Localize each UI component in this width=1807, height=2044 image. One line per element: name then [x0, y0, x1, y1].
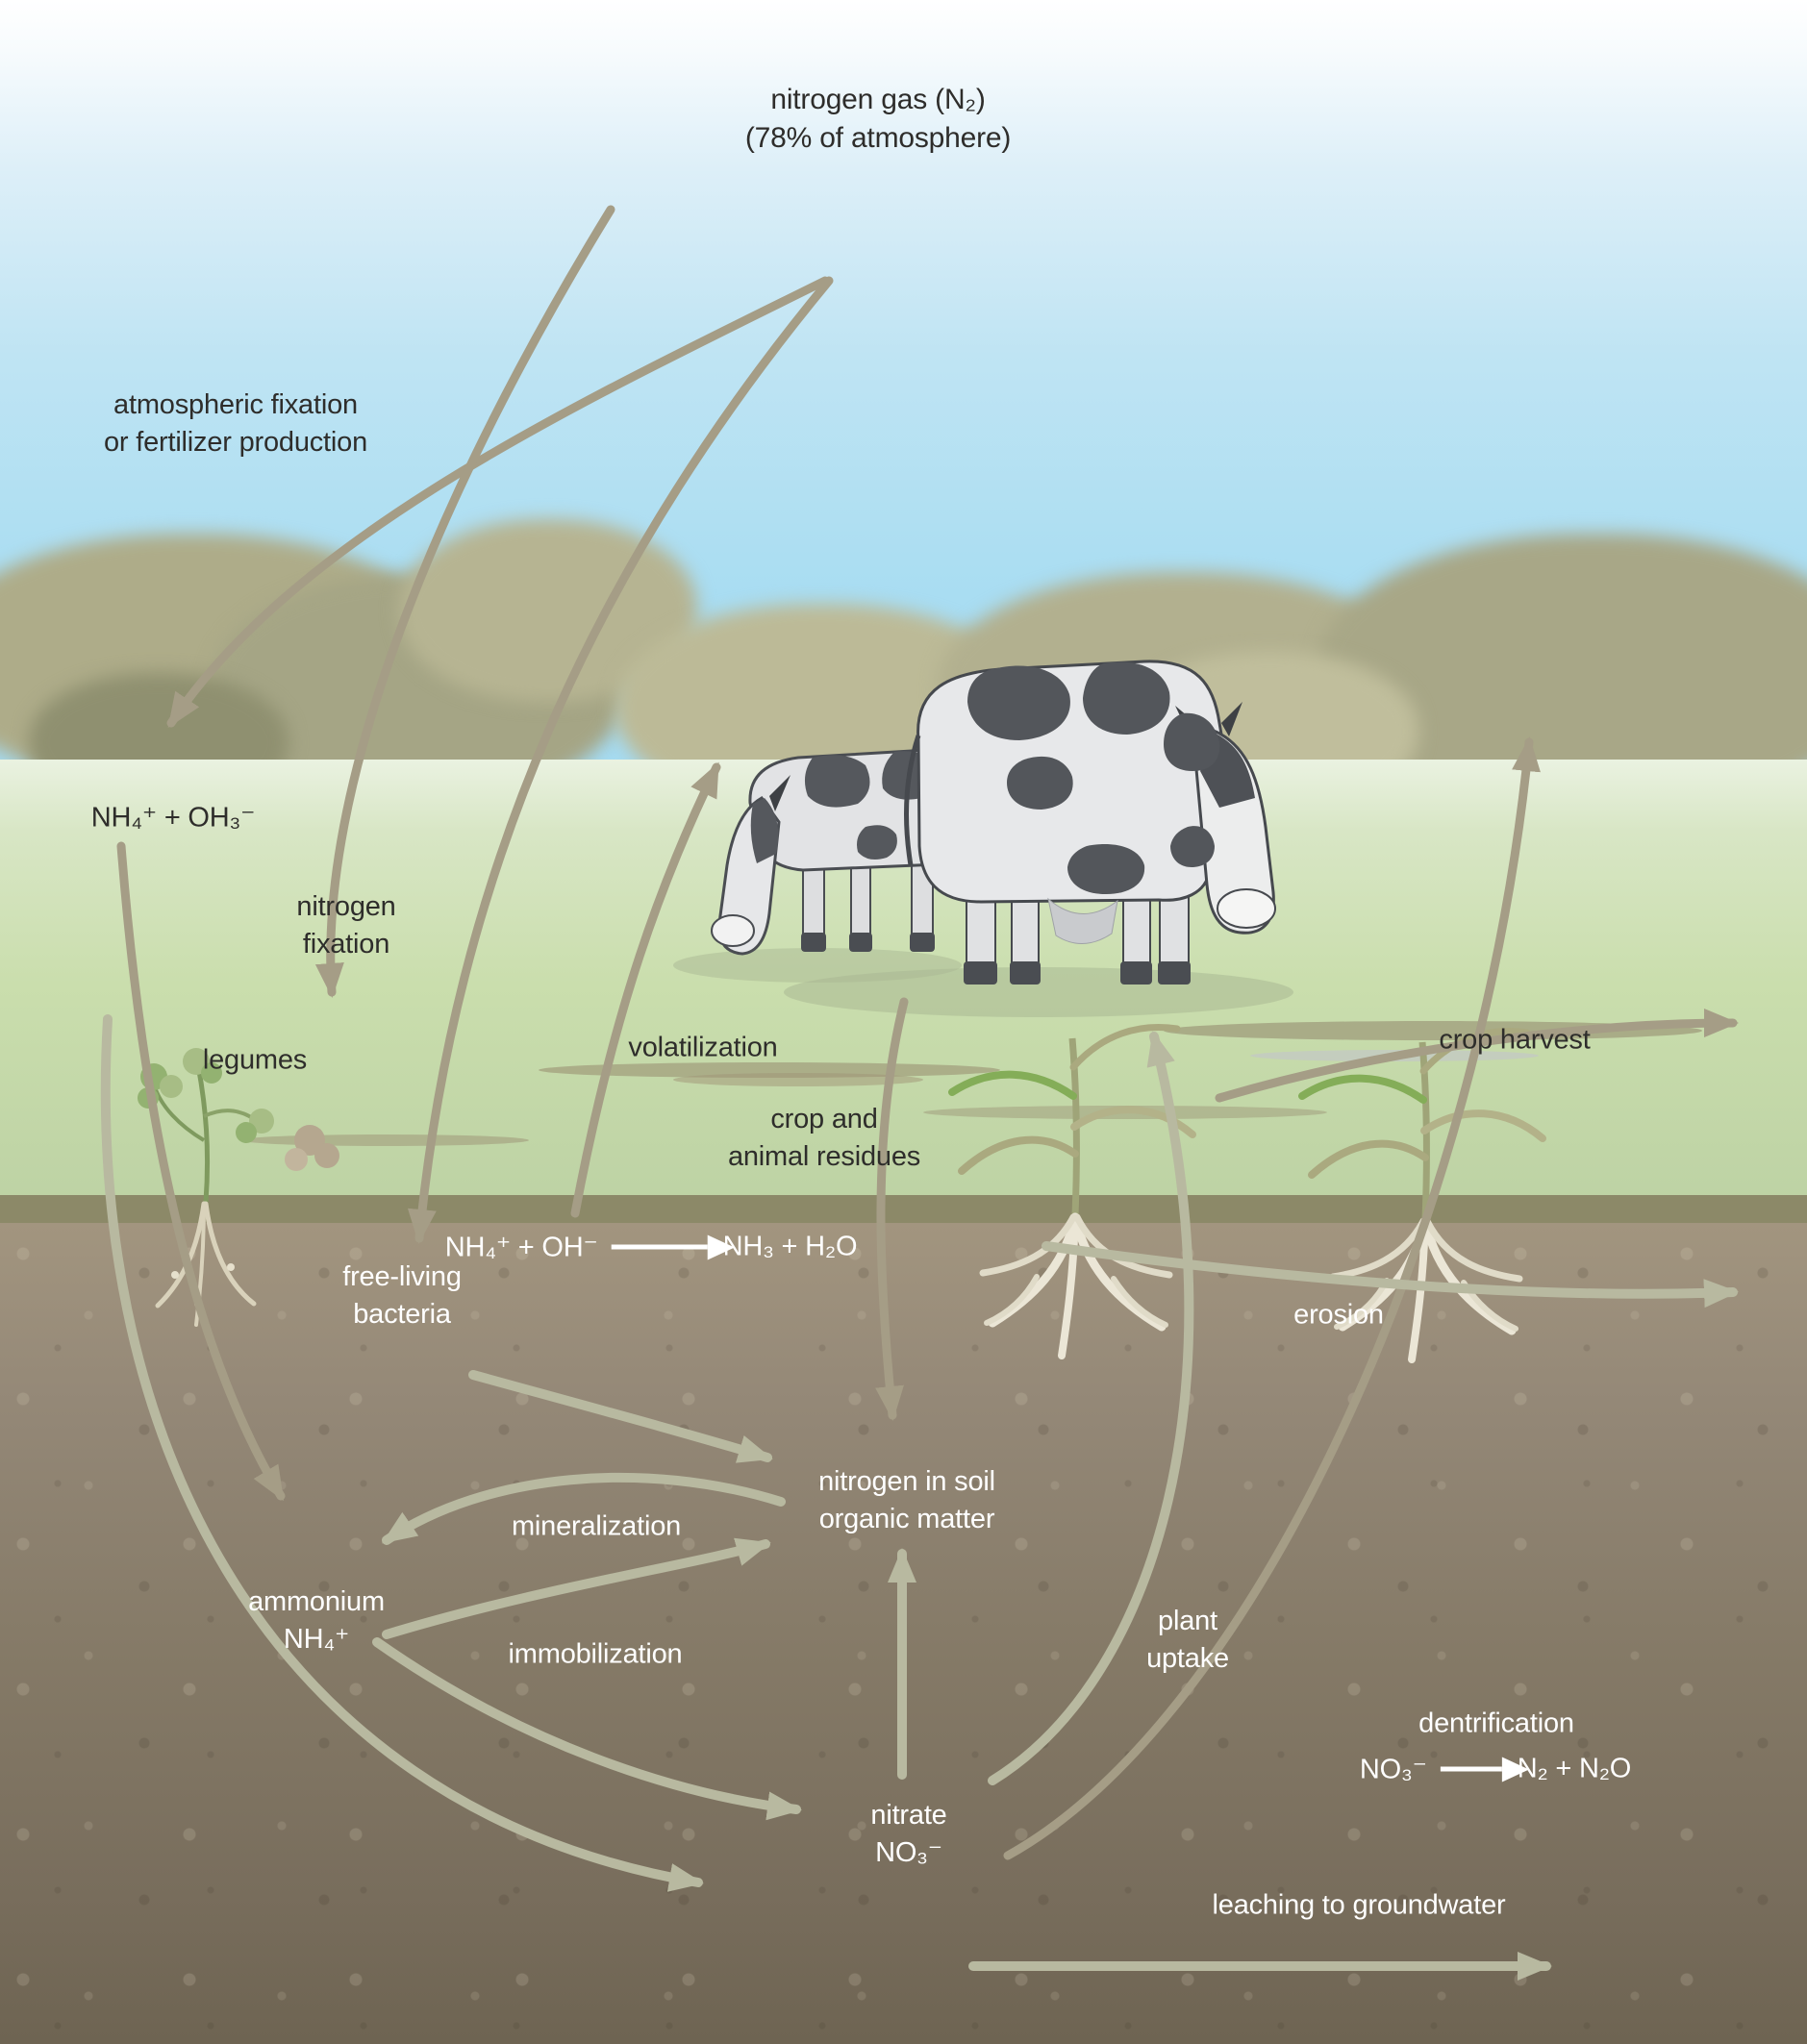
- crop-plant-illustration: [952, 1028, 1192, 1356]
- volatilization-reaction: NH₄⁺ + OH⁻ NH₃ + H₂O: [445, 1231, 858, 1264]
- reaction-rhs: N₂ + N₂O: [1517, 1753, 1632, 1784]
- label-leaching: leaching to groundwater: [1212, 1889, 1506, 1921]
- arrow-mineralization: [382, 1472, 786, 1545]
- label-legumes: legumes: [202, 1044, 308, 1076]
- reaction-lhs: NH₄⁺ + OH⁻: [444, 1232, 598, 1263]
- arrow-crop-harvest: [1215, 1009, 1739, 1103]
- reaction-arrow-icon: [611, 1244, 708, 1250]
- label-crop-residues: crop and animal residues: [727, 1104, 921, 1172]
- label-atmospheric-fixation: atmospheric fixation or fertilizer produ…: [103, 389, 368, 458]
- dirt-streak: [673, 1073, 923, 1086]
- arrow-atmospheric-fixation: [166, 276, 830, 728]
- label-nitrogen-fixation: nitrogen fixation: [296, 891, 396, 960]
- label-free-living-bacteria: free-living bacteria: [342, 1261, 462, 1330]
- label-dentrification: dentrification: [1418, 1707, 1574, 1739]
- denitrification-reaction: NO₃⁻ N₂ + N₂O: [1360, 1753, 1631, 1786]
- arrow-erosion: [1042, 1241, 1739, 1309]
- label-ammonium: ammonium NH₄⁺: [248, 1586, 385, 1655]
- arrow-animal-residues: [875, 997, 909, 1421]
- reaction-rhs: NH₃ + H₂O: [722, 1231, 858, 1262]
- arrow-volatilization: [570, 761, 721, 1218]
- label-immobilization: immobilization: [508, 1638, 683, 1670]
- arrow-to-free-living-bacteria: [407, 276, 834, 1244]
- reaction-lhs: NO₃⁻: [1359, 1754, 1427, 1785]
- arrow-to-ammonium: [116, 841, 286, 1502]
- cow-large-illustration: [904, 660, 1276, 985]
- arrow-nitrification: [372, 1637, 802, 1821]
- arrow-denitrification: [1003, 736, 1541, 1860]
- cow-shadow: [673, 948, 962, 983]
- label-crop-harvest: crop harvest: [1439, 1024, 1591, 1056]
- diagram-title: nitrogen gas (N₂) (78% of atmosphere): [744, 83, 1012, 154]
- reaction-arrow-icon: [1440, 1766, 1502, 1772]
- arrow-nitrogen-fixation: [314, 205, 615, 998]
- label-nitrate: nitrate NO₃⁻: [870, 1800, 947, 1868]
- arrow-plant-uptake: [988, 1031, 1194, 1785]
- arrow-to-nitrate-left: [100, 1014, 704, 1892]
- label-volatilization: volatilization: [628, 1032, 778, 1063]
- arrow-bacteria-to-organic: [468, 1370, 773, 1463]
- arrow-immobilization: [382, 1537, 771, 1639]
- label-nitrogen-in-soil: nitrogen in soil organic matter: [818, 1466, 995, 1534]
- label-mineralization: mineralization: [511, 1510, 682, 1542]
- label-plant-uptake: plant uptake: [1146, 1606, 1229, 1674]
- label-erosion: erosion: [1293, 1299, 1384, 1331]
- label-ammonium-hydroxide: NH₄⁺ + OH₃⁻: [90, 802, 256, 834]
